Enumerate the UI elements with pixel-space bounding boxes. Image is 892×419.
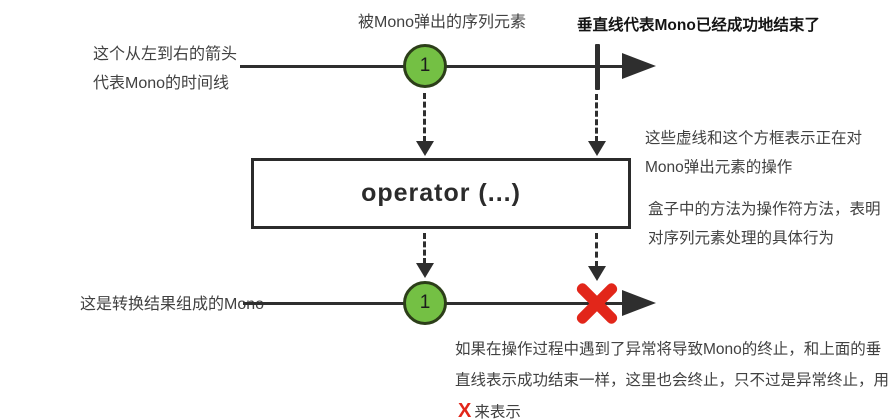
down-arrowhead-icon — [588, 141, 606, 156]
down-arrowhead-icon — [416, 141, 434, 156]
complete-marker-icon — [595, 44, 600, 90]
dashed-line-complete-down — [595, 94, 598, 142]
bottom-timeline-arrowhead-icon — [622, 290, 656, 316]
error-note-after: 来表示 — [474, 404, 521, 419]
down-arrowhead-icon — [416, 263, 434, 278]
down-arrowhead-icon — [588, 266, 606, 281]
bottom-marble-value: 1 — [419, 292, 431, 313]
error-x-icon — [572, 278, 622, 328]
error-note-before: 如果在操作过程中遇到了异常将导致Mono的终止，和上面的垂直线表示成功结束一样，… — [455, 341, 890, 389]
dashed-line-error-down — [595, 233, 598, 267]
dashed-line-result-down — [423, 233, 426, 264]
top-marble: 1 — [403, 44, 447, 88]
top-timeline-arrowhead-icon — [622, 53, 656, 79]
error-note: 如果在操作过程中遇到了异常将导致Mono的终止，和上面的垂直线表示成功结束一样，… — [455, 334, 889, 419]
emitted-element-note: 被Mono弹出的序列元素 — [358, 14, 527, 31]
complete-note: 垂直线代表Mono已经成功地结束了 — [577, 17, 820, 34]
bottom-marble: 1 — [403, 281, 447, 325]
timeline-note-line1: 这个从左到右的箭头 — [93, 46, 238, 63]
operator-label: operator (...) — [361, 179, 521, 207]
top-marble-value: 1 — [419, 55, 431, 76]
operator-box: operator (...) — [251, 158, 631, 229]
operation-note: 这些虚线和这个方框表示正在对Mono弹出元素的操作 — [645, 130, 863, 176]
timeline-note-line2: 代表Mono的时间线 — [93, 75, 230, 92]
result-mono-note: 这是转换结果组成的Mono — [80, 296, 265, 313]
timeline-note: 这个从左到右的箭头 代表Mono的时间线 — [93, 40, 237, 98]
operator-method-note: 盒子中的方法为操作符方法，表明对序列元素处理的具体行为 — [648, 201, 881, 247]
dashed-line-element-down — [423, 93, 426, 142]
error-x-symbol: X — [458, 400, 472, 419]
